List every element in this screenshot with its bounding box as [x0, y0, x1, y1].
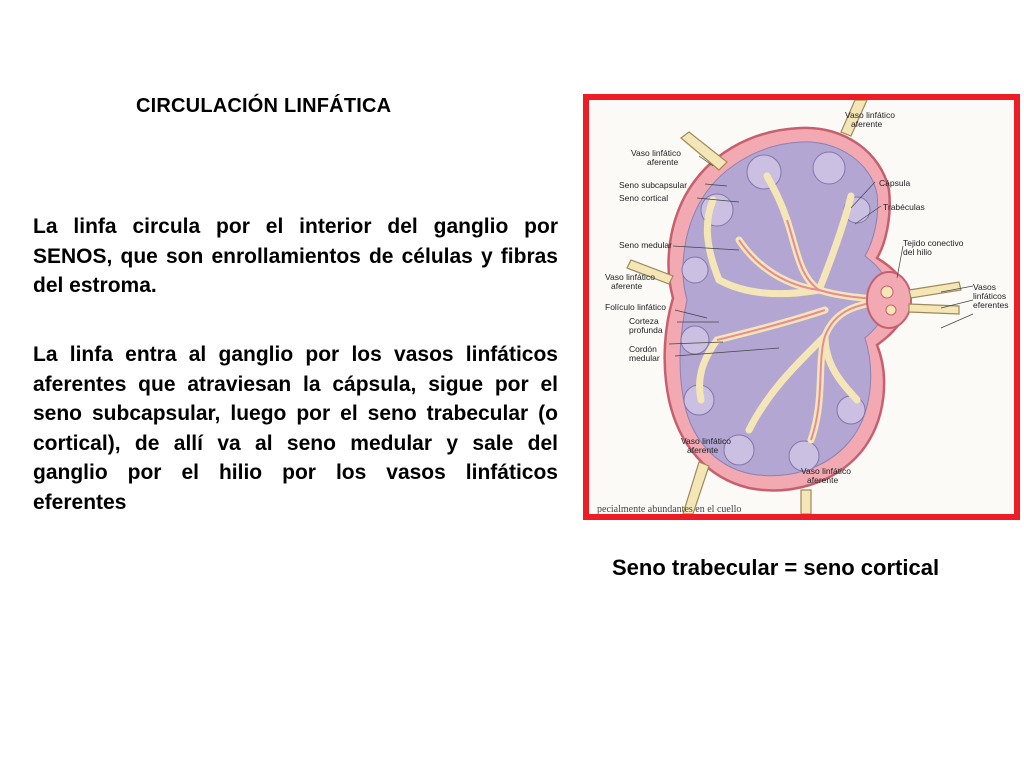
label-vaso-aferente-bl: Vaso linfático	[681, 436, 731, 446]
hilum	[866, 271, 912, 329]
leader-lines	[668, 155, 974, 357]
diagram-label-line: del hilio	[903, 247, 932, 257]
label-seno-subcapsular: Seno subcapsular	[619, 180, 687, 190]
label-cordon-medular: Cordón	[629, 344, 657, 354]
label-capsula: Cápsula	[879, 178, 910, 188]
lymph-node-figure: Vaso linfático aferente Vaso linfático a…	[583, 94, 1020, 520]
label-seno-medular: Seno medular	[619, 240, 672, 250]
diagram-label-line: aferente	[687, 445, 718, 455]
diagram-label-line: aferente	[851, 119, 882, 129]
cortex-region	[679, 141, 890, 477]
label-trabeculas: Trabéculas	[883, 202, 925, 212]
label-corteza-profunda: Corteza	[629, 316, 659, 326]
paragraph-circulacion: La linfa entra al ganglio por los vasos …	[33, 343, 558, 514]
diagram-label-line: aferente	[647, 157, 678, 167]
label-vasos-eferentes: Vasos	[973, 282, 996, 292]
diagram-label-line: aferente	[611, 281, 642, 291]
diagram-labels: Vaso linfático aferente Vaso linfático a…	[597, 110, 1008, 514]
diagram-label-line: medular	[629, 353, 660, 363]
paragraph-senos: La linfa circula por el interior del gan…	[33, 215, 558, 297]
lymph-vessels	[626, 100, 962, 514]
label-vaso-aferente-br: Vaso linfático	[801, 466, 851, 476]
label-vaso-aferente-left: Vaso linfático	[605, 272, 655, 282]
figure-footnote: pecialmente abundantes en el cuello	[597, 504, 741, 514]
label-foliculo: Folículo linfático	[605, 302, 666, 312]
lymph-node-diagram: Vaso linfático aferente Vaso linfático a…	[597, 100, 1008, 514]
label-vaso-aferente-ul: Vaso linfático	[631, 148, 681, 158]
diagram-label-line: profunda	[629, 325, 663, 335]
label-seno-cortical: Seno cortical	[619, 193, 668, 203]
diagram-label-line: aferente	[807, 475, 838, 485]
diagram-label-line: eferentes	[973, 300, 1008, 310]
label-vaso-aferente-top: Vaso linfático	[845, 110, 895, 120]
diagram-label-line: linfáticos	[973, 291, 1006, 301]
figure-caption: Seno trabecular = seno cortical	[612, 555, 940, 580]
slide-title: CIRCULACIÓN LINFÁTICA	[136, 95, 392, 117]
medullary-sinus	[716, 219, 890, 441]
label-tejido-conectivo: Tejido conectivo	[903, 238, 964, 248]
